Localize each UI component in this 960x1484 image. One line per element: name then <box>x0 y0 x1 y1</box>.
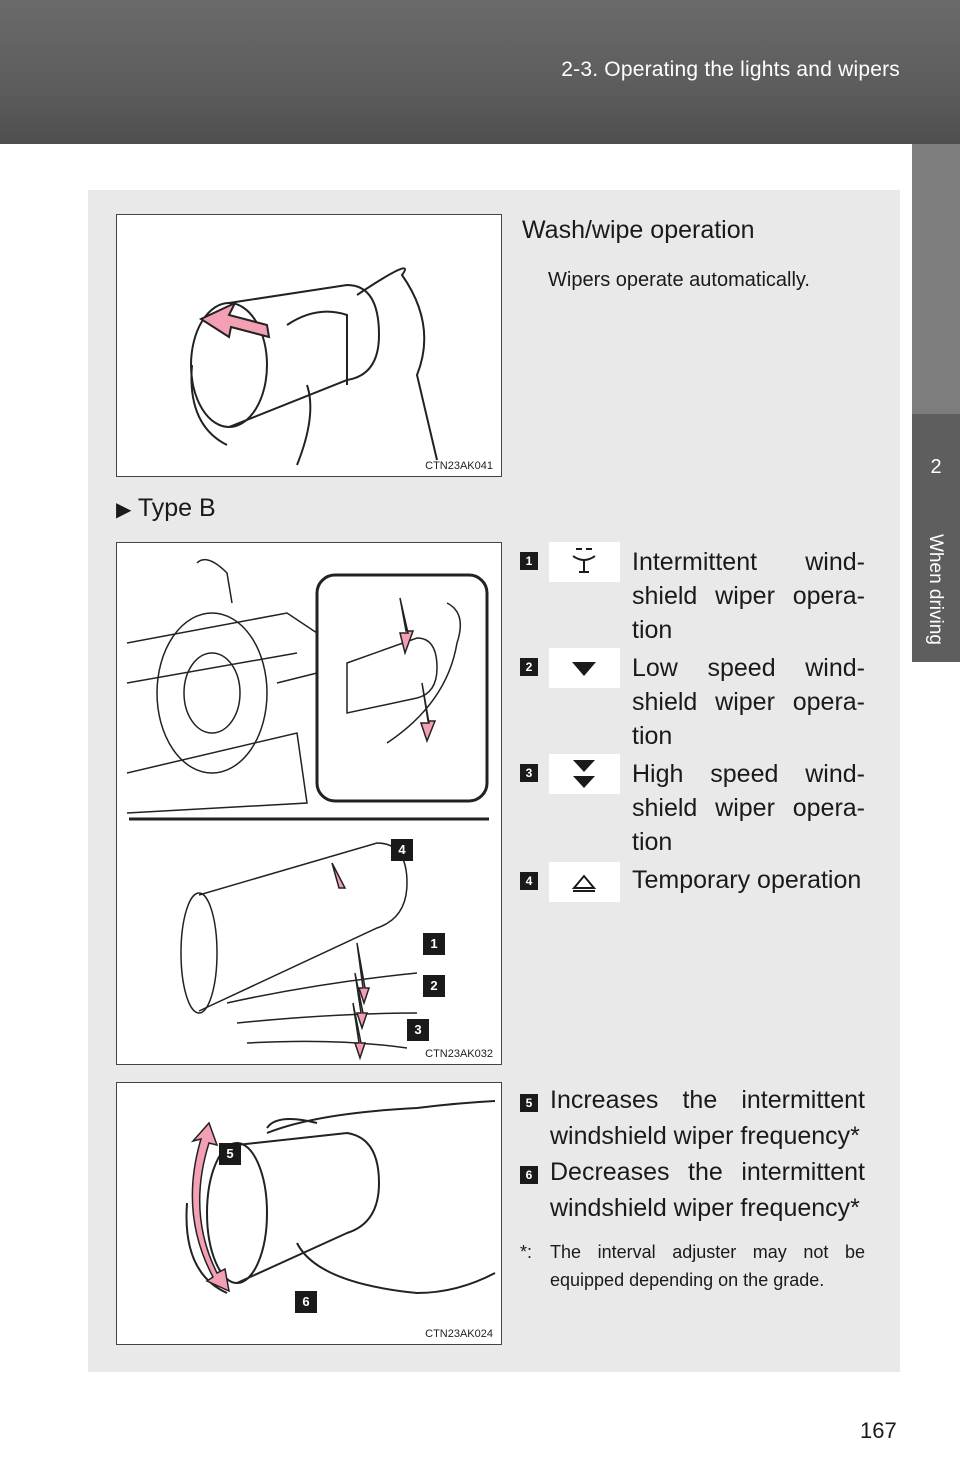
wash-wipe-heading: Wash/wipe operation <box>522 216 755 244</box>
item-text-4: Temporary operation <box>632 866 862 894</box>
figure-label-2: 2 <box>423 975 445 997</box>
type-b-figure: 4 1 2 3 CTN23AK032 <box>116 542 502 1065</box>
figure-code: CTN23AK024 <box>425 1328 493 1340</box>
page-header: 2-3. Operating the lights and wipers <box>0 0 960 144</box>
wash-wipe-figure: CTN23AK041 <box>116 214 502 477</box>
type-b-text: Type B <box>137 494 216 522</box>
section-title: 2-3. Operating the lights and wipers <box>561 58 900 81</box>
item-text-1a: Intermittent wind- <box>632 548 865 576</box>
figure-label-5: 5 <box>219 1143 241 1165</box>
item-badge-5: 5 <box>520 1094 538 1112</box>
figure-label-1: 1 <box>423 933 445 955</box>
footnote-text: The interval adjuster may not be equippe… <box>550 1242 865 1290</box>
triangle-bullet-icon: ▶ <box>116 499 132 521</box>
figure-label-3: 3 <box>407 1019 429 1041</box>
side-tab-active <box>912 414 960 662</box>
temporary-operation-icon <box>549 862 620 902</box>
item-text-2b: shield wiper opera- <box>632 688 865 716</box>
figure-label-4: 4 <box>391 839 413 861</box>
up-arrow <box>399 597 415 656</box>
item-text-1c: tion <box>632 616 673 644</box>
interval-adjuster-figure: 5 6 CTN23AK024 <box>116 1082 502 1345</box>
item-text-2a: Low speed wind- <box>632 654 865 682</box>
down-arrow <box>419 682 437 744</box>
item-text-2c: tion <box>632 722 673 750</box>
item-badge-1: 1 <box>520 552 538 570</box>
item-badge-4: 4 <box>520 872 538 890</box>
item-text-5b: windshield wiper frequency* <box>550 1122 860 1150</box>
arrow-3 <box>352 1002 367 1061</box>
item-text-6b: windshield wiper frequency* <box>550 1194 860 1222</box>
high-speed-icon <box>549 754 620 794</box>
item-text-3a: High speed wind- <box>632 760 865 788</box>
steering-and-lever-illustration <box>126 558 489 1061</box>
item-badge-6: 6 <box>520 1166 538 1184</box>
chapter-number: 2 <box>930 456 942 478</box>
side-tab-upper <box>912 144 960 414</box>
item-text-6a: Decreases the intermittent <box>550 1158 865 1186</box>
item-text-1b: shield wiper opera- <box>632 582 865 610</box>
item-text-3c: tion <box>632 828 673 856</box>
wiper-lever-illustration <box>190 267 438 466</box>
low-speed-icon <box>549 648 620 688</box>
item-text-5a: Increases the intermittent <box>550 1086 865 1114</box>
wash-wipe-body: Wipers operate automatically. <box>548 269 810 291</box>
rotate-arrow <box>190 1121 230 1293</box>
temporary-arrow <box>331 862 347 889</box>
chapter-label: When driving <box>925 534 946 645</box>
item-badge-3: 3 <box>520 764 538 782</box>
chapter-side-tab: 2 When driving <box>912 144 960 1484</box>
page-number: 167 <box>860 1418 897 1443</box>
arrow-1 <box>356 942 371 1006</box>
footnote-mark: *: <box>520 1242 533 1262</box>
pull-arrow <box>198 300 271 339</box>
arrow-2 <box>354 972 369 1031</box>
figure-label-6: 6 <box>295 1291 317 1313</box>
intermittent-wiper-icon <box>549 542 620 582</box>
figure-code: CTN23AK041 <box>425 460 493 472</box>
figure-code: CTN23AK032 <box>425 1048 493 1060</box>
type-b-label: ▶ Type B <box>116 490 216 528</box>
item-text-3b: shield wiper opera- <box>632 794 865 822</box>
item-badge-2: 2 <box>520 658 538 676</box>
